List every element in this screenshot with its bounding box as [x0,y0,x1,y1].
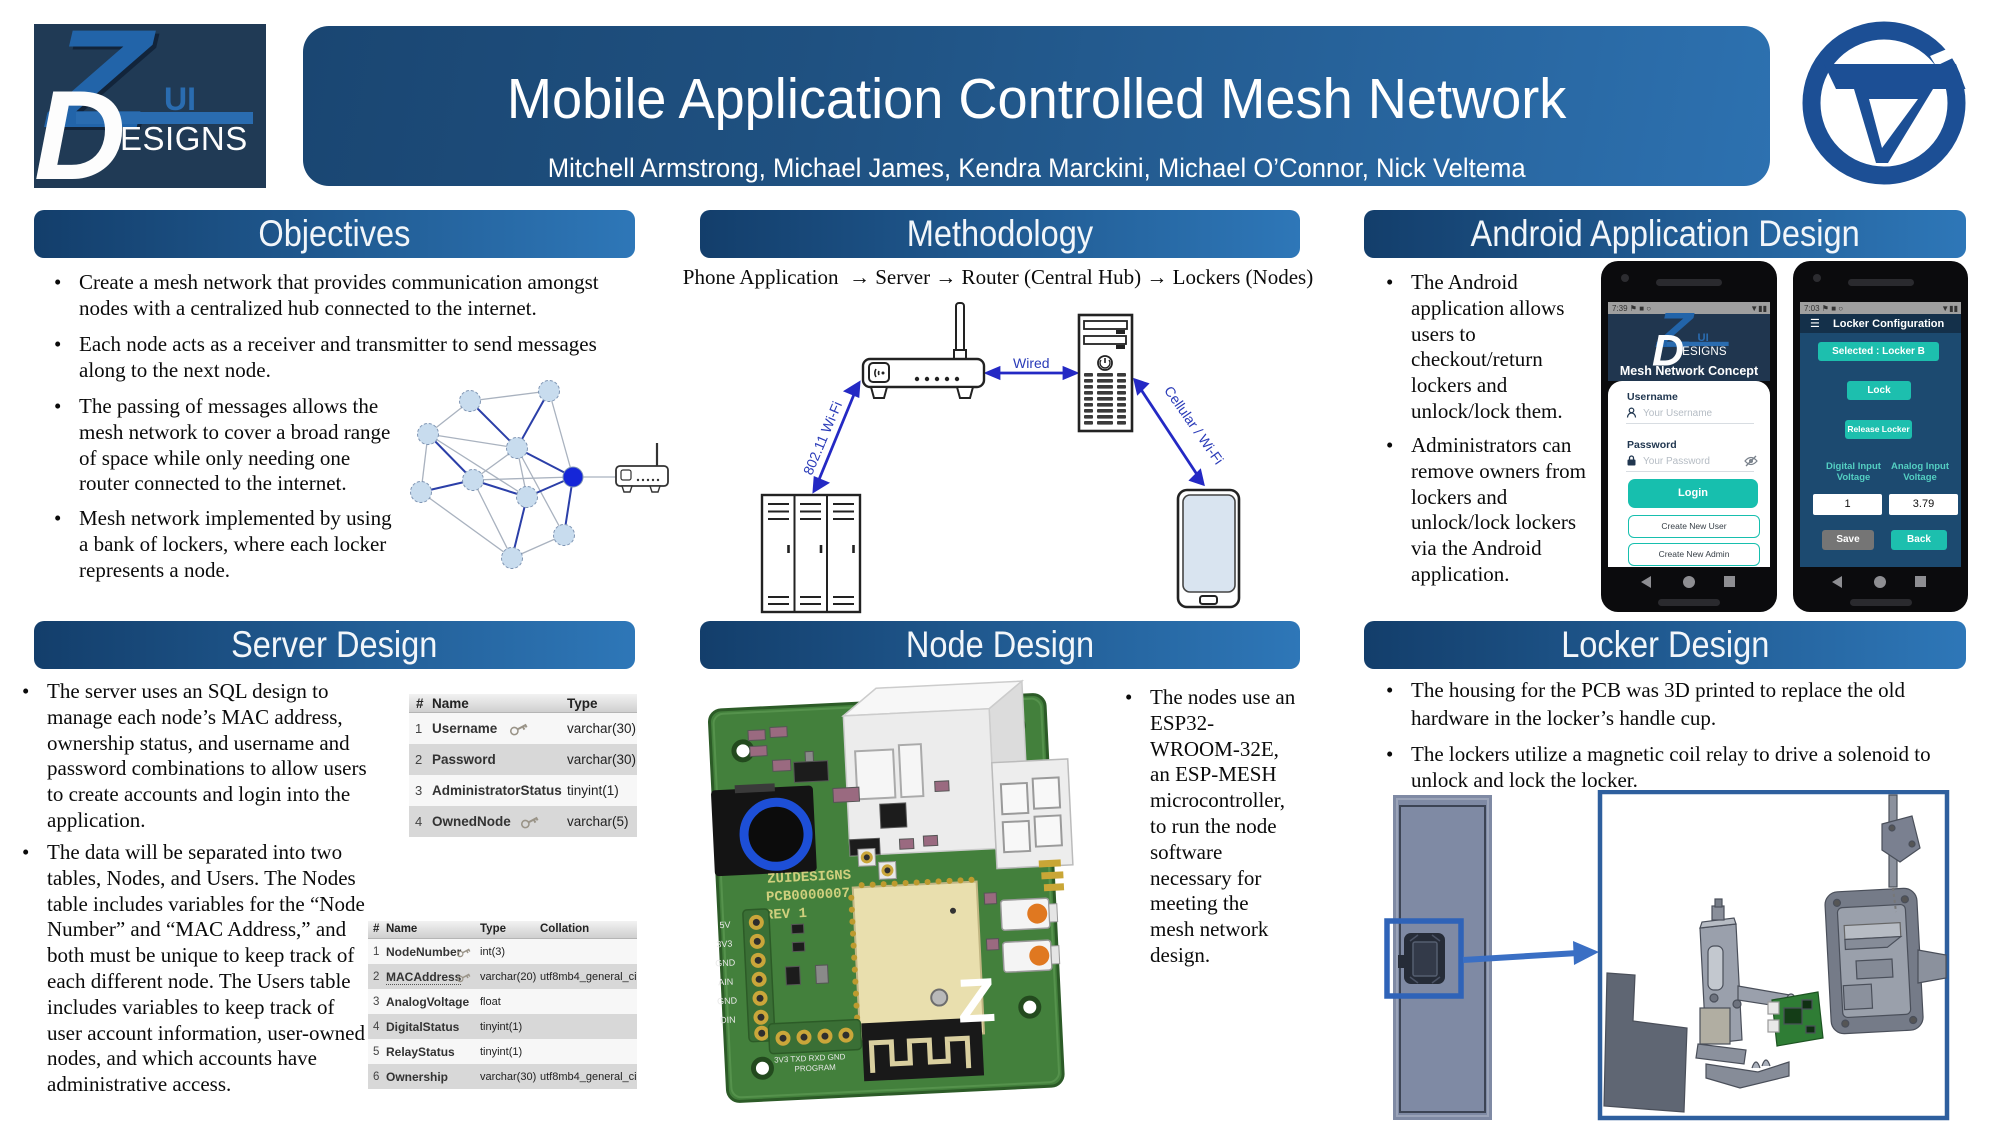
svg-text:Z: Z [956,966,997,1037]
svg-text:PROGRAM: PROGRAM [794,1063,836,1074]
svg-text:PCB0000007: PCB0000007 [766,886,851,906]
svg-text:5V: 5V [719,920,730,931]
svg-text:ZUIDESIGNS: ZUIDESIGNS [767,868,852,888]
svg-text:802.11 Wi-Fi: 802.11 Wi-Fi [800,399,845,477]
svg-text:AIN: AIN [718,977,733,988]
svg-text:REV 1: REV 1 [765,906,808,924]
svg-text:GND: GND [715,957,736,968]
svg-text:Cellular / Wi-Fi: Cellular / Wi-Fi [1161,383,1227,467]
svg-text:DIN: DIN [720,1015,736,1026]
svg-text:3V3: 3V3 [716,939,732,950]
svg-text:Wired: Wired [1013,355,1050,371]
svg-text:GND: GND [717,995,738,1006]
svg-text:3V3 TXD RXD GND: 3V3 TXD RXD GND [774,1052,846,1064]
